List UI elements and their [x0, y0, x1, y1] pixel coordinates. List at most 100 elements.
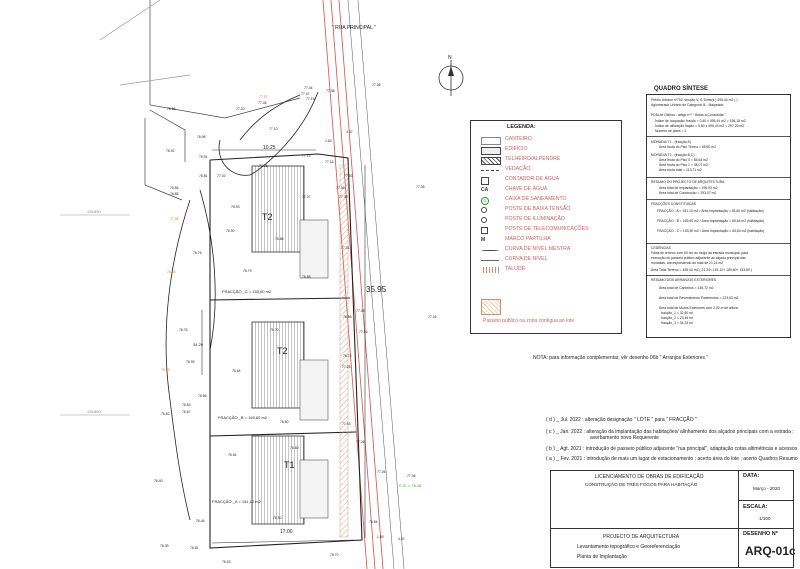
- elevation: 77.15: [306, 97, 315, 101]
- street-label: " RUA PRINCIPAL ": [332, 25, 376, 31]
- elevation: 76.63: [182, 403, 191, 407]
- title-block-date: DATA: Março - 2020: [738, 470, 794, 502]
- building-c-id: T2: [262, 212, 273, 222]
- elevation: 76.70: [270, 328, 279, 332]
- elevation: 77.16: [325, 160, 334, 164]
- revision-item: averbamento novo Requerente: [590, 435, 659, 441]
- elevation: 76.75: [179, 328, 188, 332]
- elevation: 77.38: [326, 89, 335, 93]
- elevation: 76.85: [302, 275, 311, 279]
- legend-panel: LEGENDA: CANTEIRO EDIFÍCIO TELHEIRO/ALPE…: [470, 120, 622, 334]
- elevation: 77.44: [304, 86, 313, 90]
- elevation: 76.92: [166, 149, 175, 153]
- fraction-c-label: FRACÇÃO _C = 153,50 m2: [222, 289, 272, 294]
- elevation: 77.36: [372, 83, 381, 87]
- dim-d2: 1.80: [377, 535, 384, 539]
- quadro-panel: Prédio Urbano nº752, secção V, S.Tomé(s.…: [646, 94, 791, 338]
- elevation: 76.93: [231, 205, 240, 209]
- elevation: 76.74: [343, 354, 352, 358]
- elevation: 77.07: [302, 195, 311, 199]
- elevation: 77.31: [341, 246, 350, 250]
- elevation: 77.26: [428, 315, 437, 319]
- elevation: 77.43: [356, 309, 365, 313]
- north-arrow-icon: [438, 60, 464, 96]
- elevation: 76.86: [275, 237, 284, 241]
- elevation: 77.47: [301, 92, 310, 96]
- elevation: 77.26: [377, 470, 386, 474]
- elevation: 76.90: [273, 516, 282, 520]
- legend-item: VEDAÇÃO: [471, 165, 611, 175]
- dim-top: 10.25: [263, 145, 276, 151]
- elevation: 76.85: [170, 192, 179, 196]
- elevation: 76.84: [170, 186, 179, 190]
- elevation: 77.06: [259, 164, 268, 168]
- elevation: 77.20: [236, 107, 245, 111]
- sewer-box-icon: D: [481, 197, 489, 205]
- water-meter-icon: [481, 177, 489, 185]
- planter-icon: [481, 137, 501, 145]
- elevation: 77.26: [356, 440, 365, 444]
- slope-icon: [481, 267, 499, 273]
- title-block-project: PROJECTO DE ARQUITECTURA Levantamento to…: [550, 528, 740, 568]
- elevation: 77.57: [259, 95, 268, 99]
- elevation: 76.76: [193, 251, 202, 255]
- elevation: 76.70: [330, 553, 339, 557]
- elevation: 76.99: [186, 360, 195, 364]
- dim-right: 35.95: [366, 285, 387, 294]
- revision-item: ( d ) _ Jul. 2022 : alteração designação…: [546, 417, 697, 423]
- elevation: 76.64: [232, 369, 241, 373]
- title-block-scale: ESCALA: 1/100: [738, 500, 794, 530]
- elevation: 76.56: [198, 394, 207, 398]
- elevation: 76.94: [167, 270, 176, 274]
- contours: [165, 91, 319, 521]
- road-lines: [322, 0, 405, 569]
- building-icon: [481, 147, 501, 155]
- title-block-drawing: DESENHO Nº ARQ-01c: [738, 528, 796, 568]
- elevation: 76.91: [199, 155, 208, 159]
- lot-boundary: [209, 153, 363, 549]
- telecom-pole-icon: [481, 227, 488, 234]
- legend-item: CA CHAVE DE ÁGUA: [481, 186, 548, 193]
- elevation: 77.35: [336, 186, 345, 190]
- elevation: 76.82: [161, 412, 170, 416]
- drawing-note: NOTA: para informação complementar, vêr …: [533, 355, 709, 361]
- fraction-b-label: FRACÇÃO _B = 169,60 m2: [218, 415, 268, 420]
- dim-d4: 4.37: [398, 537, 405, 541]
- fraction-a-label: FRACÇÃO _A = 151,10 m2: [212, 499, 261, 504]
- grid-label: -231650: [86, 409, 101, 414]
- dimension-lines: [201, 149, 366, 544]
- drawing-number: ARQ-01c: [745, 544, 796, 558]
- lighting-pole-icon: [481, 217, 487, 223]
- legend-item: CURVA DE NÍVEL MESTRA: [471, 245, 611, 255]
- legend-item: CANTEIRO: [471, 135, 611, 145]
- elevation: 76.54: [228, 453, 237, 457]
- elevation: 77.35: [416, 185, 425, 189]
- elevation: 76.90: [226, 229, 235, 233]
- legend-item: TALUDE: [471, 265, 611, 275]
- elevation: 77.10: [269, 127, 278, 131]
- boundary-marker-icon: M: [481, 237, 486, 243]
- dim-bottom: 17.00: [280, 529, 293, 535]
- contour-icon: [481, 260, 499, 261]
- building-b-id: T2: [277, 346, 288, 356]
- elevation: 77.02: [217, 174, 226, 178]
- legend-item: EDIFÍCIO: [471, 145, 611, 155]
- legend-item: CURVA DE NÍVEL: [471, 255, 611, 265]
- legend-item: TELHEIRO/ALPENDRE: [471, 155, 611, 165]
- elevation: 76.84: [369, 520, 378, 524]
- low-voltage-pole-icon: [481, 207, 487, 213]
- elevation: 77.35: [339, 195, 348, 199]
- elevation: 77.28: [342, 365, 351, 369]
- legend-title: LEGENDA:: [507, 124, 536, 130]
- elevation: 77.43: [342, 422, 351, 426]
- dim-d1: 1.60: [325, 139, 332, 143]
- elevation: 76.81: [199, 174, 208, 178]
- building-a-id: T1: [284, 460, 295, 470]
- grid-marks: [60, 214, 130, 416]
- legend-item: POSTE DE TELECOMUNICAÇÕES: [471, 225, 611, 235]
- grid-label: -231630: [86, 209, 101, 214]
- elevation: 76.88: [167, 107, 176, 111]
- elevation: 77.13: [302, 154, 311, 158]
- elevation: 76.46: [196, 519, 205, 523]
